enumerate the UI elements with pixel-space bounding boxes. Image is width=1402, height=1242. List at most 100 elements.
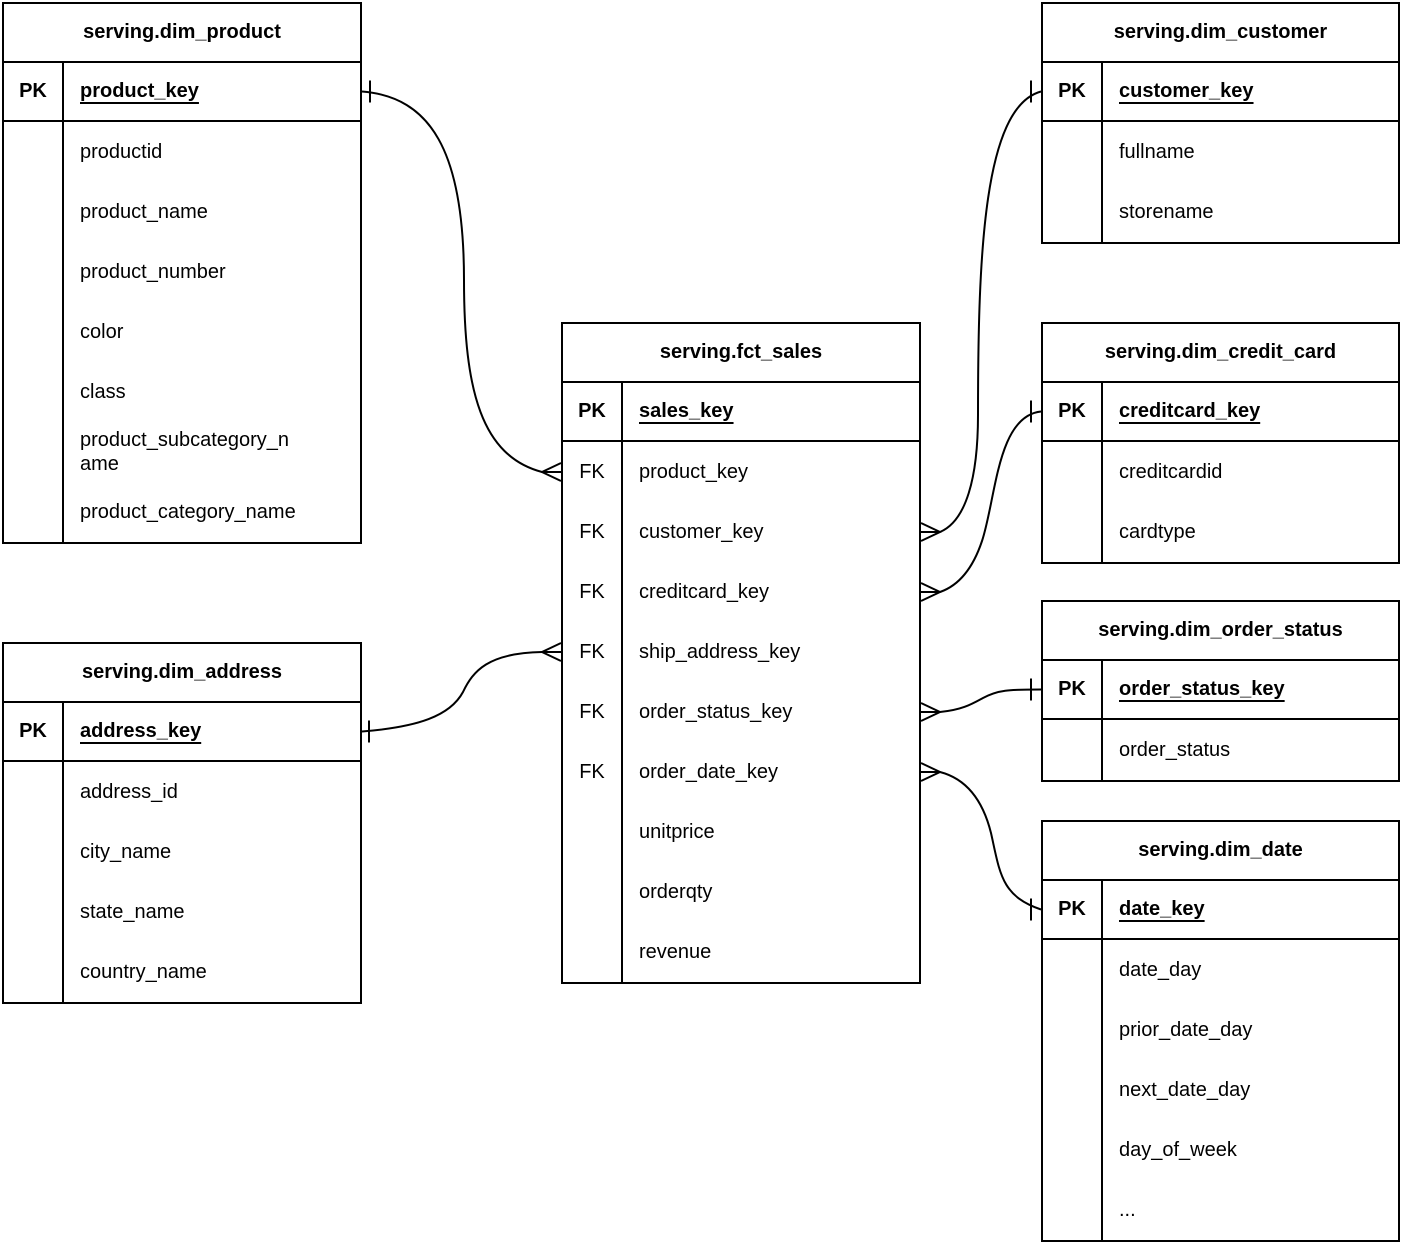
crows-foot-many-icon [539, 642, 562, 662]
relationship-fct-credit-card [920, 400, 1042, 602]
pk-field-name: address_key [80, 720, 202, 742]
field-row: orderqty [639, 880, 713, 903]
key-badge [4, 182, 62, 242]
key-badge [1043, 940, 1101, 1000]
field-row: revenue [639, 940, 712, 963]
field-row: product_category_name [80, 500, 296, 523]
table-dim-credit-card: serving.dim_credit_card PK creditcard_ke… [1041, 322, 1400, 564]
relationship-curve [939, 90, 1042, 533]
relationship-curve [939, 688, 1042, 713]
pk-row: PK customer_key [1043, 63, 1398, 122]
pk-badge: PK [1058, 898, 1086, 920]
pk-badge: PK [1058, 678, 1086, 700]
table-dim-address: serving.dim_address PK address_key addre… [2, 642, 362, 1004]
pk-field-name: date_key [1119, 898, 1205, 920]
key-badge [4, 942, 62, 1002]
field-row: address_id [80, 780, 178, 803]
key-badge [1043, 1000, 1101, 1060]
relationship-fct-address [361, 642, 562, 743]
field-row: creditcard_key [639, 580, 770, 603]
crows-foot-many-icon [539, 462, 562, 482]
field-row: customer_key [639, 520, 764, 543]
relationship-curve [361, 90, 543, 473]
crows-foot-many-icon [920, 702, 943, 722]
table-title: serving.dim_date [1043, 822, 1398, 881]
key-badge [4, 122, 62, 182]
field-row: prior_date_day [1119, 1018, 1253, 1041]
field-row: next_date_day [1119, 1078, 1251, 1101]
field-row: product_key [639, 460, 748, 483]
relationship-curve [939, 771, 1042, 911]
pk-row: PK address_key [4, 703, 360, 762]
key-badge [1043, 1060, 1101, 1120]
pk-badge: PK [19, 80, 47, 102]
field-row: productid [80, 140, 163, 163]
field-row: color [80, 320, 124, 343]
table-title: serving.dim_credit_card [1043, 324, 1398, 383]
relationship-fct-product [361, 80, 562, 482]
crows-foot-many-icon [920, 582, 943, 602]
pk-row: PK creditcard_key [1043, 383, 1398, 442]
fk-badge: FK [579, 520, 605, 543]
field-row: product_name [80, 200, 208, 223]
key-badge [4, 822, 62, 882]
table-title: serving.dim_product [4, 4, 360, 63]
pk-badge: PK [1058, 80, 1086, 102]
fk-badge: FK [579, 760, 605, 783]
field-row: creditcardid [1119, 460, 1223, 483]
pk-field-name: sales_key [639, 400, 734, 422]
table-title: serving.dim_address [4, 644, 360, 703]
key-badge [4, 762, 62, 822]
field-row: order_status_key [639, 700, 793, 723]
field-row: cardtype [1119, 520, 1196, 543]
pk-field-name: customer_key [1119, 80, 1254, 102]
key-badge [563, 862, 621, 922]
key-badge [4, 242, 62, 302]
relationship-curve [939, 410, 1042, 593]
pk-row: PK order_status_key [1043, 661, 1398, 720]
field-row: product_subcategory_name [80, 429, 290, 475]
pk-badge: PK [19, 720, 47, 742]
table-fct-sales: serving.fct_sales PK sales_key FK FK FK … [561, 322, 921, 984]
pk-row: PK date_key [1043, 881, 1398, 940]
key-badge [1043, 122, 1101, 182]
fk-badge: FK [579, 580, 605, 603]
table-title: serving.fct_sales [563, 324, 919, 383]
field-row: country_name [80, 960, 207, 983]
pk-field-name: product_key [80, 80, 199, 102]
field-row: date_day [1119, 958, 1202, 981]
field-row: storename [1119, 200, 1214, 223]
relationship-fct-customer [920, 80, 1042, 542]
crows-foot-many-icon [920, 762, 943, 782]
pk-badge: PK [1058, 400, 1086, 422]
relationship-curve [361, 651, 543, 733]
key-badge [4, 422, 62, 482]
relationship-fct-order-status [920, 678, 1042, 722]
field-row: fullname [1119, 140, 1195, 163]
pk-row: PK product_key [4, 63, 360, 122]
key-badge [4, 482, 62, 542]
field-row: product_number [80, 260, 226, 283]
table-dim-customer: serving.dim_customer PK customer_key ful… [1041, 2, 1400, 244]
field-row: state_name [80, 900, 185, 923]
key-badge [1043, 502, 1101, 562]
table-dim-date: serving.dim_date PK date_key date_day pr… [1041, 820, 1400, 1242]
key-badge [4, 362, 62, 422]
table-dim-product: serving.dim_product PK product_key produ… [2, 2, 362, 544]
table-title: serving.dim_customer [1043, 4, 1398, 63]
key-badge [1043, 1120, 1101, 1180]
field-row: order_status [1119, 738, 1231, 761]
fk-badge: FK [579, 700, 605, 723]
field-row: class [80, 380, 126, 403]
key-badge [1043, 720, 1101, 780]
table-title: serving.dim_order_status [1043, 602, 1398, 661]
field-row: unitprice [639, 820, 715, 843]
field-row: order_date_key [639, 760, 778, 783]
pk-field-name: order_status_key [1119, 678, 1285, 700]
key-badge [1043, 1180, 1101, 1240]
field-row: city_name [80, 840, 172, 863]
key-badge [563, 922, 621, 982]
key-badge [1043, 442, 1101, 502]
pk-row: PK sales_key [563, 383, 919, 442]
